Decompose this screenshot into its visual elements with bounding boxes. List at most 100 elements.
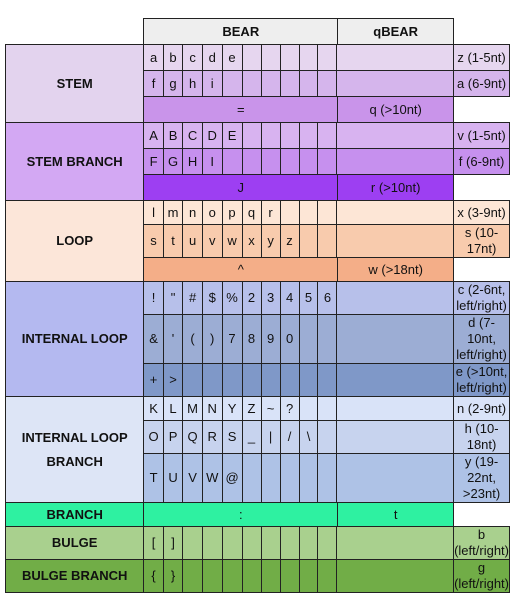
bear-char-cell [336, 70, 455, 97]
qbear-cell: z (1-5nt) [453, 44, 510, 71]
bear-char-cell: Z [241, 396, 262, 421]
bear-char-cell [279, 453, 300, 503]
qbear-cell: y (19-22nt, >23nt) [453, 453, 510, 503]
bear-char-cell: { [143, 559, 164, 593]
bear-char-cell [317, 122, 338, 149]
bear-char-cell [201, 526, 223, 560]
bear-char-cell: ] [162, 526, 184, 560]
bear-char-cell [317, 420, 338, 454]
bear-char-cell [279, 559, 300, 593]
bear-char-cell: x [241, 224, 262, 258]
bear-char-cell: O [143, 420, 164, 454]
category-label: BRANCH [4, 502, 145, 527]
bear-char-cell: / [279, 420, 300, 454]
bear-char-cell: h [182, 70, 203, 97]
bear-char-cell [317, 526, 338, 560]
bear-char-cell: 5 [298, 281, 319, 315]
bear-char-cell: 8 [241, 314, 262, 364]
bear-char-cell: l [143, 200, 164, 225]
qbear-cell: e (>10nt, left/right) [453, 363, 510, 397]
bear-char-cell: z [279, 224, 300, 258]
bear-char-cell: # [182, 281, 203, 315]
bear-char-cell [298, 224, 319, 258]
bear-char-cell: T [143, 453, 164, 503]
bear-char-cell: L [162, 396, 184, 421]
bear-char-cell [241, 559, 262, 593]
bear-char-cell: P [162, 420, 184, 454]
bulge-row: BULGE[]b (left/right) [4, 526, 510, 560]
bear-char-cell [182, 363, 203, 397]
bear-char-cell [279, 526, 300, 560]
bear-char-cell: v [201, 224, 223, 258]
qbear-cell: b (left/right) [453, 526, 510, 560]
bear-char-cell [317, 363, 338, 397]
bear-char-cell [298, 200, 319, 225]
bear-char-cell [317, 559, 338, 593]
bear-char-cell: $ [201, 281, 223, 315]
bear-char-cell: 9 [260, 314, 281, 364]
bear-char-cell: K [143, 396, 164, 421]
bear-char-cell [221, 526, 243, 560]
bear-char-cell: C [182, 122, 203, 149]
bear-char-cell [241, 526, 262, 560]
bear-char-cell [317, 148, 338, 175]
bear-char-cell: D [201, 122, 223, 149]
bear-char-cell [241, 44, 262, 71]
bear-char-cell [279, 70, 300, 97]
bear-char-cell: " [162, 281, 184, 315]
bear-char-cell [317, 44, 338, 71]
bear-char-cell [298, 363, 319, 397]
category-label: STEM BRANCH [4, 122, 145, 201]
bear-char-cell: M [182, 396, 203, 421]
qbear-header: qBEAR [337, 18, 455, 45]
qbear-cell: x (3-9nt) [453, 200, 510, 225]
bear-merged-cell: ^ [143, 257, 339, 282]
bear-char-cell [298, 70, 319, 97]
bear-char-cell [317, 314, 338, 364]
bear-char-cell: c [182, 44, 203, 71]
bear-char-cell [336, 420, 455, 454]
bear-char-cell: % [221, 281, 243, 315]
bear-char-cell: e [221, 44, 243, 71]
bear-char-cell [336, 559, 455, 593]
bear-char-cell [201, 559, 223, 593]
bear-char-cell: @ [221, 453, 243, 503]
bear-char-cell [336, 453, 455, 503]
bear-char-cell [336, 526, 455, 560]
category-label: BULGE BRANCH [4, 559, 145, 593]
bear-char-cell [336, 281, 455, 315]
bear-char-cell: w [221, 224, 243, 258]
bear-char-cell: n [182, 200, 203, 225]
bear-char-cell [260, 363, 281, 397]
bear-char-cell: U [162, 453, 184, 503]
qbear-cell: g (left/right) [453, 559, 510, 593]
bear-char-cell: H [182, 148, 203, 175]
bear-char-cell: ? [279, 396, 300, 421]
bear-char-cell: + [143, 363, 164, 397]
bear-char-cell [317, 396, 338, 421]
bear-char-cell [260, 148, 281, 175]
bear-char-cell [336, 200, 455, 225]
bear-char-cell: m [162, 200, 184, 225]
bear-char-cell [279, 148, 300, 175]
bear-char-cell [336, 396, 455, 421]
bear-char-cell: | [260, 420, 281, 454]
bear-char-cell: f [143, 70, 164, 97]
bear-char-cell [241, 122, 262, 149]
bear-char-cell: 3 [260, 281, 281, 315]
bear-char-cell: W [201, 453, 223, 503]
bear-char-cell: G [162, 148, 184, 175]
bear-char-cell [336, 314, 455, 364]
bulge-branch-row: BULGE BRANCH{} g (left/right) [4, 559, 510, 593]
bear-char-cell: } [162, 559, 184, 593]
bear-char-cell [221, 363, 243, 397]
bear-char-cell: y [260, 224, 281, 258]
